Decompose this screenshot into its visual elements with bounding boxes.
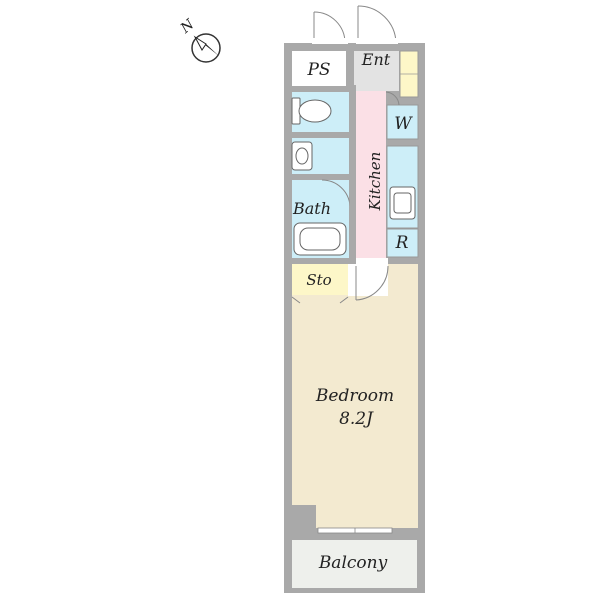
label-ps: PS (306, 60, 330, 80)
refrigerator-space (386, 228, 419, 258)
label-balcony: Balcony (318, 553, 388, 573)
label-bedroom-size: 8.2J (339, 409, 374, 429)
washbasin-icon (291, 141, 313, 171)
bathtub-icon (293, 222, 347, 256)
kitchen-sink-icon (389, 186, 416, 220)
north-label: N (177, 16, 198, 37)
doors (291, 5, 400, 304)
room-entrance (354, 51, 399, 91)
room-bedroom (292, 264, 418, 528)
wall-notch (284, 505, 316, 533)
label-bath: Bath (292, 199, 331, 218)
label-washer: W (394, 114, 413, 134)
room-ps (292, 51, 346, 87)
label-refrigerator: R (395, 233, 409, 253)
label-entrance: Ent (361, 50, 391, 69)
room-kitchen (356, 91, 386, 259)
north-arrow-icon (191, 33, 221, 63)
washer-area (386, 104, 419, 140)
label-storage: Sto (306, 271, 331, 289)
label-kitchen: Kitchen (366, 152, 384, 212)
label-bedroom: Bedroom (315, 386, 394, 406)
toilet-icon (291, 97, 332, 125)
